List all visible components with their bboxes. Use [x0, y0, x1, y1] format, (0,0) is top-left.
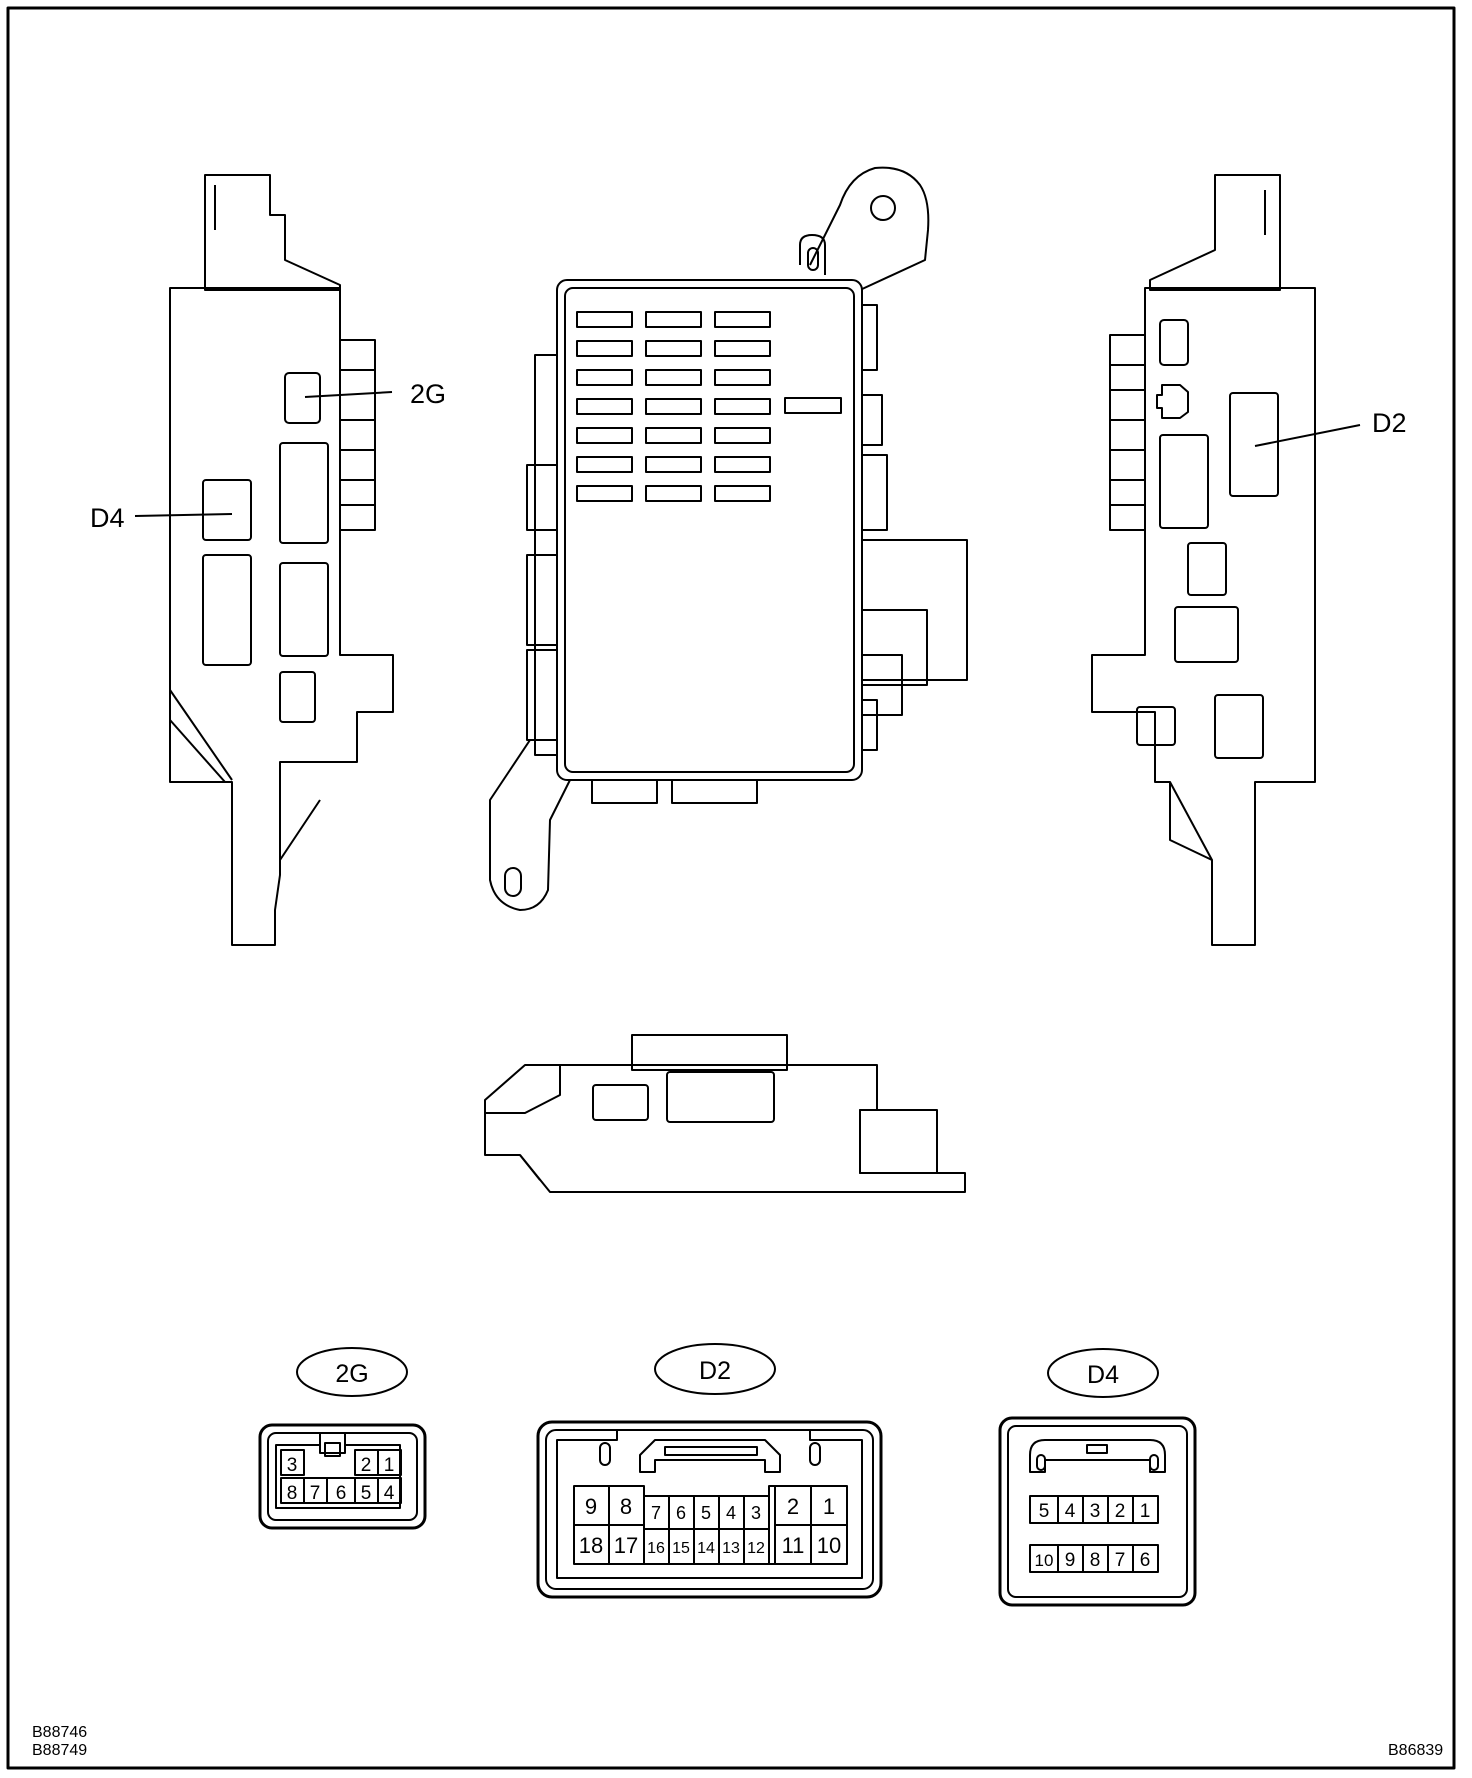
connector-2g-title: 2G	[335, 1360, 368, 1388]
pin-d2-11: 11	[782, 1533, 805, 1558]
fuse-slot	[714, 485, 771, 502]
fuse-slot	[645, 456, 702, 473]
pin-d4-9: 9	[1065, 1550, 1076, 1571]
fuse-slot	[714, 427, 771, 444]
bottom-view	[484, 1034, 966, 1193]
pin-d2-10: 10	[817, 1533, 841, 1558]
right-side-view	[1091, 174, 1316, 946]
pin-d4-6: 6	[1140, 1550, 1151, 1571]
fuse-slot	[576, 398, 633, 415]
pin-d2-12: 12	[747, 1540, 765, 1557]
figure-code-left-2: B88749	[32, 1742, 87, 1759]
fuse-slot	[714, 369, 771, 386]
fuse-slot	[645, 340, 702, 357]
connector-d2-title: D2	[699, 1357, 731, 1385]
pin-d2-17: 17	[614, 1533, 638, 1558]
fuse-slot	[714, 456, 771, 473]
fuse-slot	[714, 311, 771, 328]
figure-code-right: B86839	[1388, 1742, 1443, 1759]
pin-d4-2: 2	[1115, 1501, 1126, 1522]
pin-2g-6: 6	[336, 1483, 347, 1504]
fuse-slot	[576, 485, 633, 502]
pin-d2-9: 9	[585, 1494, 597, 1519]
fuse-slot	[576, 311, 633, 328]
pin-d2-14: 14	[697, 1540, 715, 1557]
pin-d2-2: 2	[787, 1494, 799, 1519]
relay-slot	[784, 397, 842, 414]
callout-2g-label: 2G	[410, 379, 446, 409]
callout-d4-label: D4	[90, 503, 125, 533]
fuse-slot	[645, 427, 702, 444]
pin-2g-7: 7	[310, 1483, 321, 1504]
pin-d2-6: 6	[676, 1503, 686, 1523]
pin-d4-1: 1	[1140, 1501, 1151, 1522]
pin-d4-4: 4	[1065, 1501, 1076, 1522]
pin-d2-13: 13	[722, 1540, 740, 1557]
pin-d2-15: 15	[672, 1540, 690, 1557]
pin-2g-2: 2	[361, 1455, 372, 1476]
fuse-slot	[645, 398, 702, 415]
pin-2g-5: 5	[361, 1483, 372, 1504]
connector-d4-title: D4	[1087, 1361, 1119, 1389]
fuse-slot	[576, 456, 633, 473]
pin-2g-4: 4	[384, 1483, 395, 1504]
fuse-slot-grid	[576, 311, 771, 502]
fuse-slot	[714, 340, 771, 357]
connector-2g-socket	[284, 372, 321, 424]
connector-d2-face: D2 9 8 18 17 7 6	[536, 1343, 883, 1599]
pin-d2-18: 18	[579, 1533, 603, 1558]
mount-hole-lower	[504, 867, 522, 897]
pin-d2-5: 5	[701, 1503, 711, 1523]
pin-2g-3: 3	[287, 1455, 298, 1476]
callout-d2-label: D2	[1372, 408, 1407, 438]
pin-d2-8: 8	[620, 1494, 632, 1519]
figure-code-left-1: B88746	[32, 1724, 87, 1741]
fuse-slot	[714, 398, 771, 415]
diagram-border	[6, 6, 1456, 1770]
pin-d4-7: 7	[1115, 1550, 1126, 1571]
fuse-slot	[645, 311, 702, 328]
pin-d4-5: 5	[1039, 1501, 1050, 1522]
connector-d4-face: D4 5 4 3 2 1 10 9 8 7 6	[998, 1348, 1197, 1607]
left-side-view	[169, 174, 394, 946]
connector-d4-socket	[202, 479, 252, 541]
fuse-slot	[576, 340, 633, 357]
fuse-slot	[576, 369, 633, 386]
fuse-slot	[645, 369, 702, 386]
pin-d2-4: 4	[726, 1503, 736, 1523]
pin-2g-1: 1	[384, 1455, 395, 1476]
pin-d4-10: 10	[1035, 1551, 1054, 1570]
pin-d2-16: 16	[647, 1540, 665, 1557]
fuse-slot	[645, 485, 702, 502]
connector-d2-socket	[1229, 392, 1279, 497]
pin-d4-8: 8	[1090, 1550, 1101, 1571]
pin-d2-7: 7	[651, 1503, 661, 1523]
mount-hole-upper	[870, 195, 896, 221]
pin-d2-3: 3	[751, 1503, 761, 1523]
front-view	[489, 166, 968, 911]
pin-d2-1: 1	[823, 1494, 835, 1519]
pin-2g-8: 8	[287, 1483, 298, 1504]
connector-2g-face: 2G 3 2 1 8 7 6 5 4	[258, 1347, 427, 1530]
pin-d4-3: 3	[1090, 1501, 1101, 1522]
fuse-slot	[576, 427, 633, 444]
